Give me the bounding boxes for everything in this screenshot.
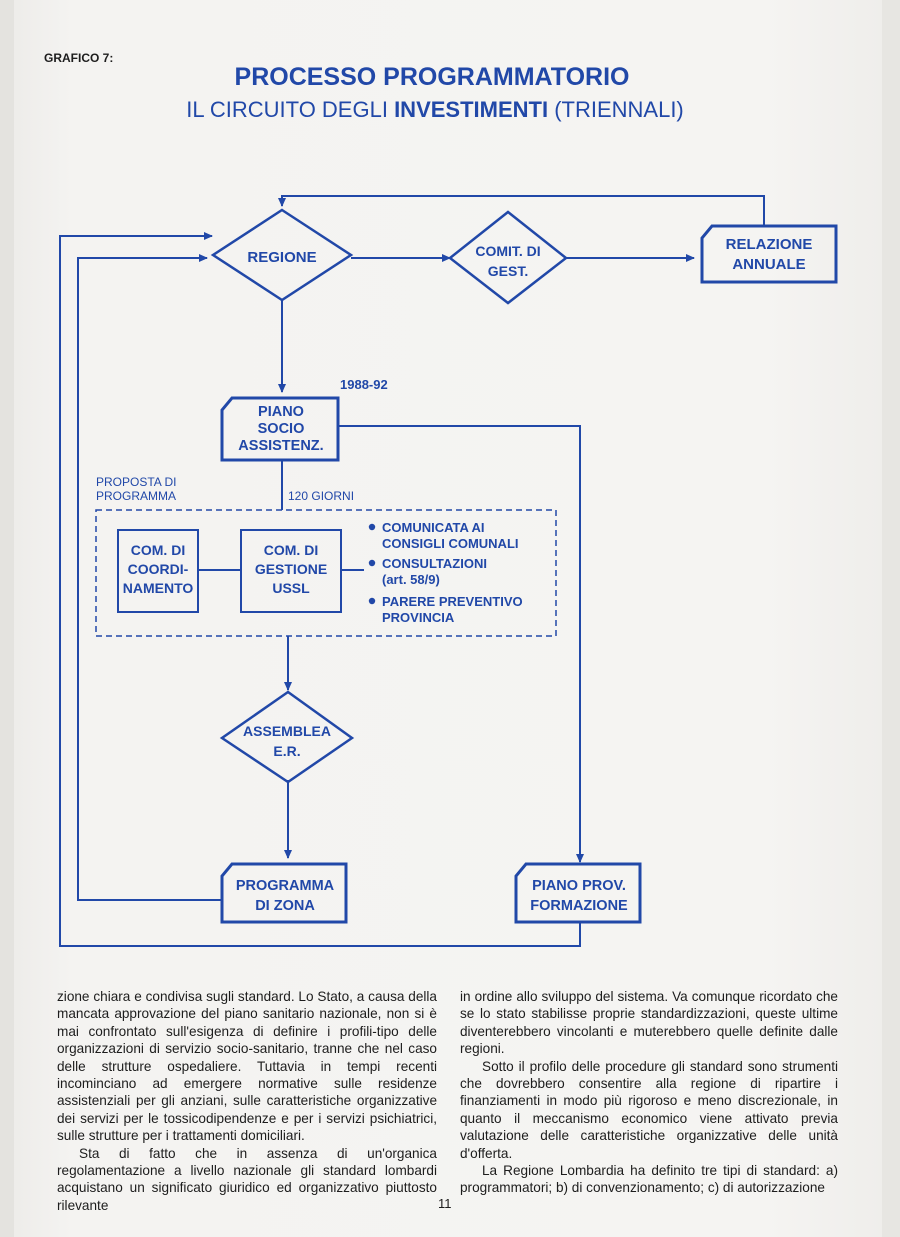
- body-right-paragraph-1: in ordine allo sviluppo del sistema. Va …: [460, 989, 838, 1057]
- programma-node: [220, 862, 348, 924]
- bullet-dot-1: [368, 523, 376, 531]
- year-label: 1988-92: [340, 377, 388, 392]
- body-text-left: zione chiara e condivisa sugli standard.…: [57, 988, 437, 1214]
- diagram-title: PROCESSO PROGRAMMATORIO: [235, 63, 630, 91]
- regione-node: [210, 208, 354, 302]
- assemblea-label-1: ASSEMBLEA: [243, 723, 331, 739]
- body-left-paragraph-1: zione chiara e condivisa sugli standard.…: [57, 989, 437, 1144]
- relazione-label-2: ANNUALE: [732, 256, 805, 273]
- bullet-2-line-2: (art. 58/9): [382, 572, 440, 587]
- bullet-dot-2: [368, 559, 376, 567]
- page-number: 11: [438, 1196, 452, 1211]
- assemblea-node: [219, 690, 355, 784]
- bullet-1-line-2: CONSIGLI COMUNALI: [382, 536, 519, 551]
- figure-label: GRAFICO 7:: [44, 51, 113, 65]
- body-right-paragraph-2: Sotto il profilo delle procedure gli sta…: [460, 1058, 838, 1161]
- gestione-label-1: COM. DI: [264, 542, 318, 558]
- comit-node: [447, 210, 569, 305]
- proposta-label-1: PROPOSTA DI: [96, 475, 176, 489]
- piano-prov-label-2: FORMAZIONE: [530, 898, 628, 914]
- giorni-label: 120 GIORNI: [288, 489, 354, 503]
- bullet-list: COMUNICATA AI CONSIGLI COMUNALI CONSULTA…: [368, 520, 523, 625]
- bullet-dot-3: [368, 597, 376, 605]
- arrow-pianoprov-to-regione: [59, 232, 581, 947]
- piano-prov-node: [514, 862, 642, 924]
- proposta-label-2: PROGRAMMA: [96, 489, 176, 503]
- diagram-subtitle: IL CIRCUITO DEGLI INVESTIMENTI (TRIENNAL…: [186, 97, 684, 122]
- piano-prov-label-1: PIANO PROV.: [532, 878, 626, 894]
- proposta-dashed-box: [95, 509, 557, 637]
- gestione-label-2: GESTIONE: [255, 561, 327, 577]
- paper-edge-right: [882, 0, 900, 1237]
- piano-label-2: SOCIO: [258, 421, 305, 437]
- bullet-2-line-1: CONSULTAZIONI: [382, 556, 487, 571]
- coord-label-2: COORDI-: [128, 561, 189, 577]
- programma-label-1: PROGRAMMA: [236, 878, 335, 894]
- comit-label-2: GEST.: [488, 263, 528, 279]
- flowchart: GRAFICO 7: PROCESSO PROGRAMMATORIO IL CI…: [44, 51, 838, 947]
- coord-label-3: NAMENTO: [123, 580, 194, 596]
- arrow-programma-to-regione: [77, 254, 222, 901]
- subtitle-part-2: (TRIENNALI): [548, 97, 684, 122]
- coord-node: [117, 529, 199, 613]
- relazione-node: [700, 224, 838, 284]
- subtitle-part-bold: INVESTIMENTI: [394, 97, 548, 122]
- assemblea-label-2: E.R.: [273, 743, 300, 759]
- body-text-right: in ordine allo sviluppo del sistema. Va …: [460, 988, 838, 1197]
- body-left-paragraph-2: Sta di fatto che in assenza di un'organi…: [57, 1145, 437, 1213]
- body-right-paragraph-3: La Regione Lombardia ha definito tre tip…: [460, 1163, 838, 1196]
- arrow-relazione-to-regione: [278, 195, 765, 226]
- piano-label-1: PIANO: [258, 404, 304, 420]
- arrow-piano-to-piano-prov: [338, 425, 584, 863]
- programma-label-2: DI ZONA: [255, 898, 315, 914]
- relazione-label-1: RELAZIONE: [726, 236, 813, 253]
- regione-label: REGIONE: [247, 249, 316, 266]
- paper-edge-left: [0, 0, 14, 1237]
- coord-label-1: COM. DI: [131, 542, 185, 558]
- gestione-node: [240, 529, 342, 613]
- piano-label-3: ASSISTENZ.: [238, 438, 323, 454]
- gestione-label-3: USSL: [272, 580, 310, 596]
- comit-label-1: COMIT. DI: [475, 243, 540, 259]
- piano-socio-node: [220, 396, 340, 462]
- bullet-3-line-2: PROVINCIA: [382, 610, 455, 625]
- bullet-3-line-1: PARERE PREVENTIVO: [382, 594, 523, 609]
- bullet-1-line-1: COMUNICATA AI: [382, 520, 485, 535]
- subtitle-part-1: IL CIRCUITO DEGLI: [186, 97, 394, 122]
